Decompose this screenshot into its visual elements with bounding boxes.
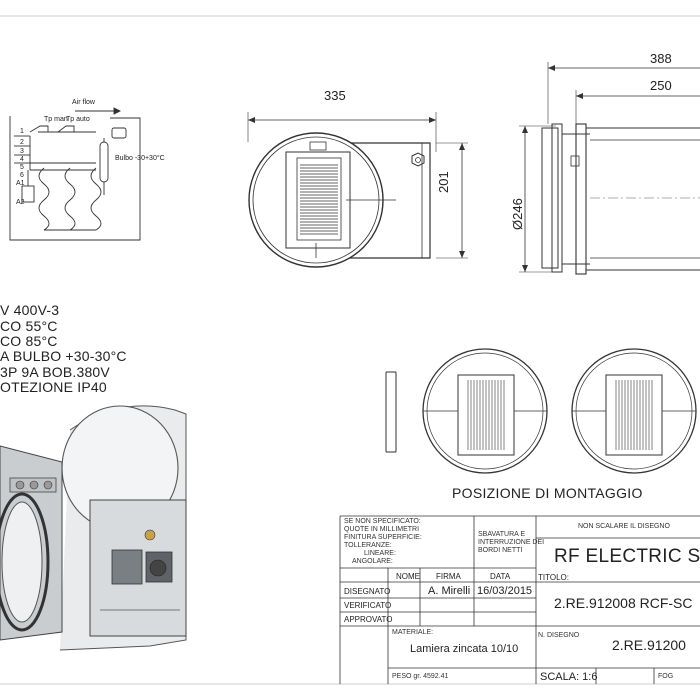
spec-line: OTEZIONE IP40 <box>0 379 107 395</box>
terminal-5: 5 <box>20 164 24 171</box>
col-firma: FIRMA <box>436 572 461 581</box>
n-disegno-label: N. DISEGNO <box>538 632 580 639</box>
bulb-label: Bulbo -30+30°C <box>115 155 165 162</box>
titolo-label: TITOLO: <box>538 573 569 582</box>
dim-diameter: Ø246 <box>510 198 525 230</box>
unspecified-note: ANGOLARE: <box>352 558 393 565</box>
material-value: Lamiera zincata 10/10 <box>410 643 519 655</box>
dim-front-width: 335 <box>324 88 346 103</box>
no-scale-note: NON SCALARE IL DISEGNO <box>578 523 670 530</box>
terminal-4: 4 <box>20 156 24 163</box>
product-code: 2.RE.912008 RCF-SC <box>554 595 693 611</box>
dim-overall-length: 388 <box>650 51 672 66</box>
unspecified-note: QUOTE IN MILLIMETRI <box>344 526 420 533</box>
wiring-schematic <box>9 107 141 241</box>
sheet-label: FOG <box>658 673 674 680</box>
mounting-views <box>385 348 697 474</box>
unspecified-note: TOLLERANZE: <box>344 542 392 549</box>
terminal-1: 1 <box>20 128 24 135</box>
row-approvato: APPROVATO <box>344 615 393 624</box>
dim-body-length: 250 <box>650 78 672 93</box>
contactor-a2-label: A2 <box>16 199 25 206</box>
title-block <box>339 515 700 684</box>
drawing-title: RF ELECTRIC S <box>554 546 700 567</box>
isometric-view <box>0 405 187 651</box>
deburr-note: BORDI NETTI <box>478 547 523 554</box>
unspecified-note: SE NON SPECIFICATO: <box>344 518 421 525</box>
spec-line: V 400V-3 <box>0 302 60 318</box>
contactor-a1-label: A1 <box>16 180 25 187</box>
spec-line: CO 85°C <box>0 333 58 349</box>
mounting-position-label: POSIZIONE DI MONTAGGIO <box>452 485 643 501</box>
weight-note: PESO gr. 4592.41 <box>392 673 449 680</box>
col-nome: NOME <box>396 572 420 581</box>
unspecified-note: FINITURA SUPERFICIE: <box>344 534 422 541</box>
scale-value: SCALA: 1:6 <box>540 671 598 683</box>
unspecified-note: LINEARE: <box>364 550 396 557</box>
drawing-date: 16/03/2015 <box>477 585 533 597</box>
spec-line: A BULBO +30-30°C <box>0 348 127 364</box>
dim-front-height: 201 <box>436 171 451 193</box>
side-view <box>519 62 700 275</box>
spec-line: 3P 9A BOB.380V <box>0 364 110 380</box>
deburr-note: SBAVATURA E <box>478 531 526 538</box>
signer-name: A. Mirelli <box>428 585 471 597</box>
deburr-note: INTERRUZIONE DEI <box>478 539 545 546</box>
col-data: DATA <box>490 572 511 581</box>
drawing-number: 2.RE.91200 <box>612 637 686 653</box>
terminal-3: 3 <box>20 148 24 155</box>
row-verificato: VERIFICATO <box>344 601 392 610</box>
row-disegnato: DISEGNATO <box>344 587 391 596</box>
terminal-2: 2 <box>20 139 24 146</box>
terminal-6: 6 <box>20 172 24 179</box>
air-flow-label: Air flow <box>72 99 95 106</box>
materiale-label: MATERIALE: <box>392 629 434 636</box>
tp-auto-label: Tp auto <box>66 116 90 123</box>
front-view <box>247 112 468 268</box>
tp-man-label: Tp man <box>44 116 68 123</box>
spec-line: CO 55°C <box>0 318 58 334</box>
